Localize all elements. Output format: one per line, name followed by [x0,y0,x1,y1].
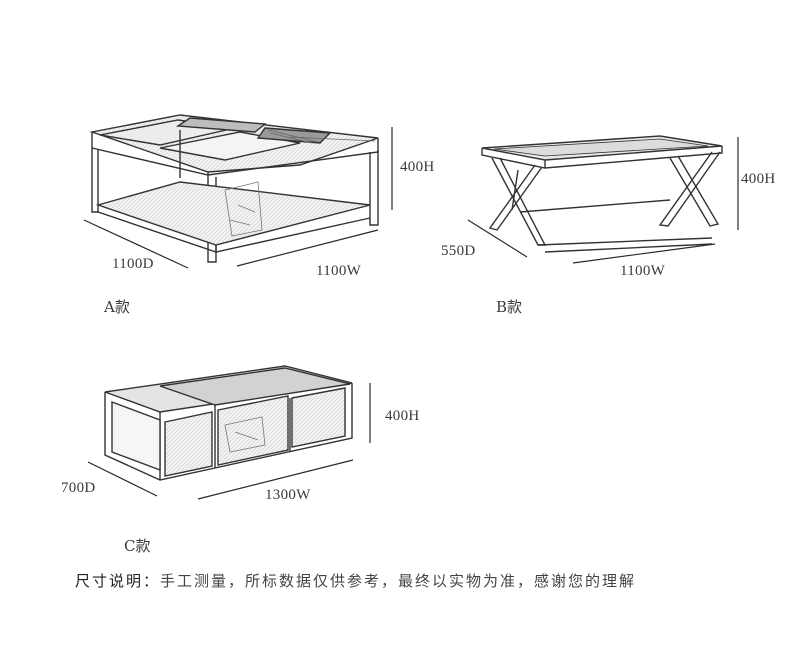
table-c-style-label: C款 [124,537,151,555]
table-b-depth-label: 550D [441,243,476,259]
table-b-height-label: 400H [741,171,776,187]
table-a-width-label: 1100W [316,263,362,279]
dimension-note-text: 手工测量，所标数据仅供参考，最终以实物为准，感谢您的理解 [160,572,637,590]
table-a-dimension-lines [83,127,393,269]
table-c-height-label: 400H [385,408,420,424]
table-a-style-label: A款 [104,298,130,316]
table-a-depth-label: 1100D [112,256,154,272]
table-c-dimension-lines [87,383,371,500]
table-c-depth-label: 700D [61,480,96,496]
dimension-note-lead: 尺寸说明： [75,572,161,590]
dimension-note: 尺寸说明：手工测量，所标数据仅供参考，最终以实物为准，感谢您的理解 [75,570,636,591]
table-c-drawing [104,365,353,481]
table-b-drawing [481,135,723,253]
table-c-width-label: 1300W [265,487,311,503]
table-b-dimension-lines [467,137,739,264]
table-b-width-label: 1100W [620,263,666,279]
table-a-height-label: 400H [400,159,435,175]
table-b-style-label: B款 [496,298,523,316]
table-a-drawing [89,114,379,263]
